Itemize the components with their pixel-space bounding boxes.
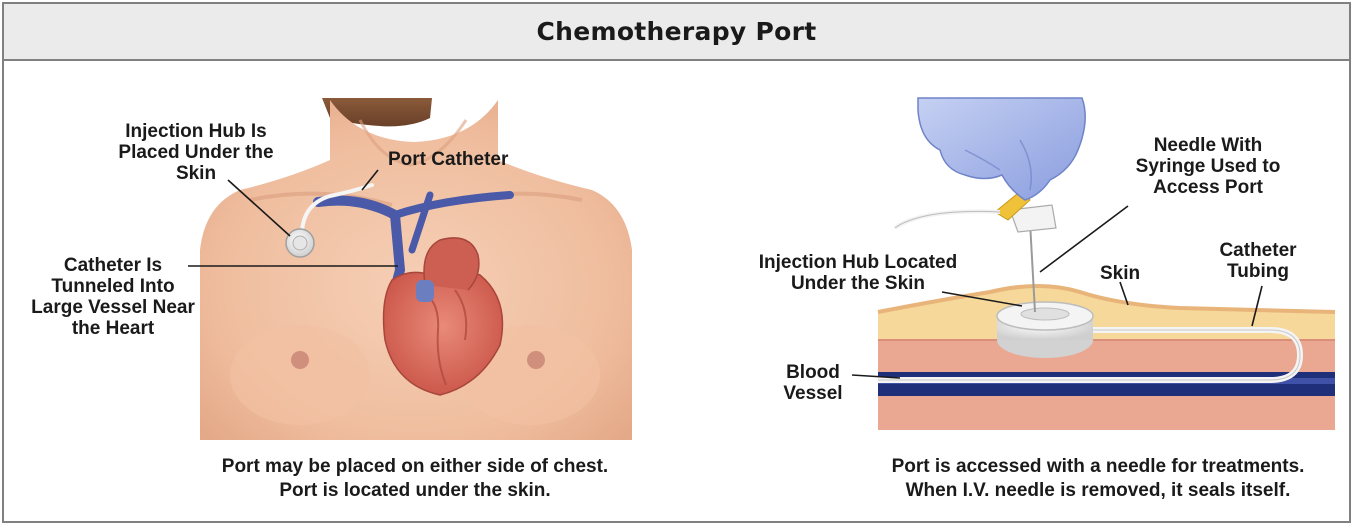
label-line: Vessel <box>778 383 848 404</box>
caption-line: Port is located under the skin. <box>180 479 650 503</box>
label-line: Access Port <box>1108 177 1308 198</box>
label-injection-hub-right: Injection Hub Located Under the Skin <box>742 252 974 294</box>
label-skin: Skin <box>1100 263 1140 284</box>
label-line: Tunneled Into <box>18 276 208 297</box>
label-line: Catheter Is <box>18 255 208 276</box>
label-line: Catheter <box>1208 240 1308 261</box>
label-injection-hub-left: Injection Hub Is Placed Under the Skin <box>108 121 284 184</box>
label-needle-syringe: Needle With Syringe Used to Access Port <box>1108 135 1308 198</box>
label-line: Skin <box>108 163 284 184</box>
label-line: the Heart <box>18 318 208 339</box>
label-blood-vessel: Blood Vessel <box>778 362 848 404</box>
label-line: Large Vessel Near <box>18 297 208 318</box>
caption-line: When I.V. needle is removed, it seals it… <box>858 479 1338 503</box>
label-line: Tubing <box>1208 261 1308 282</box>
caption-line: Port is accessed with a needle for treat… <box>858 455 1338 479</box>
label-line: Syringe Used to <box>1108 156 1308 177</box>
label-port-catheter: Port Catheter <box>388 149 508 170</box>
caption-line: Port may be placed on either side of che… <box>180 455 650 479</box>
label-line: Injection Hub Located <box>742 252 974 273</box>
caption-right: Port is accessed with a needle for treat… <box>858 455 1338 503</box>
caption-left: Port may be placed on either side of che… <box>180 455 650 503</box>
label-catheter-tubing: Catheter Tubing <box>1208 240 1308 282</box>
label-line: Blood <box>778 362 848 383</box>
label-line: Injection Hub Is <box>108 121 284 142</box>
label-catheter-tunneled: Catheter Is Tunneled Into Large Vessel N… <box>18 255 208 339</box>
label-line: Under the Skin <box>742 273 974 294</box>
label-line: Placed Under the <box>108 142 284 163</box>
label-line: Needle With <box>1108 135 1308 156</box>
